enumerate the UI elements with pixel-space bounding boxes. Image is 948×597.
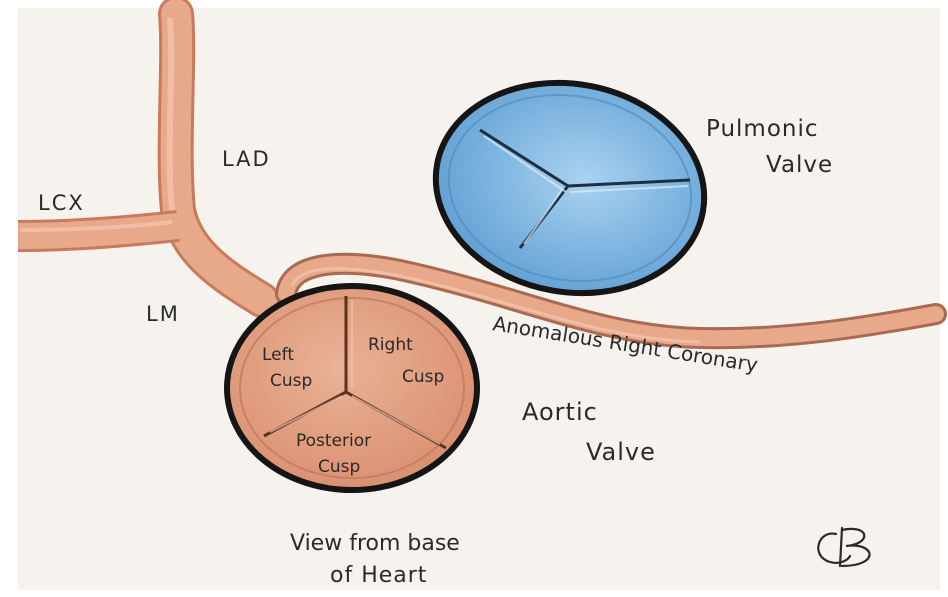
label-view-line1: View from base bbox=[290, 531, 460, 556]
label-aortic-valve-line1: Aortic bbox=[522, 398, 598, 426]
label-posterior-cusp-line1: Posterior bbox=[296, 431, 371, 451]
label-aortic-valve-line2: Valve bbox=[586, 438, 656, 466]
label-right-cusp-line2: Cusp bbox=[402, 367, 444, 387]
label-left-cusp-line1: Left bbox=[262, 345, 294, 365]
label-left-cusp-line2: Cusp bbox=[270, 371, 312, 391]
label-lm: LM bbox=[146, 302, 180, 326]
label-pulmonic-valve-line2: Valve bbox=[766, 152, 833, 178]
label-lad: LAD bbox=[222, 147, 271, 171]
label-right-cusp-line1: Right bbox=[368, 335, 413, 355]
label-view-line2: of Heart bbox=[330, 563, 427, 588]
label-lcx: LCX bbox=[38, 191, 85, 215]
artist-signature bbox=[818, 528, 869, 566]
label-posterior-cusp-line2: Cusp bbox=[318, 457, 360, 477]
label-pulmonic-valve-line1: Pulmonic bbox=[706, 116, 819, 142]
